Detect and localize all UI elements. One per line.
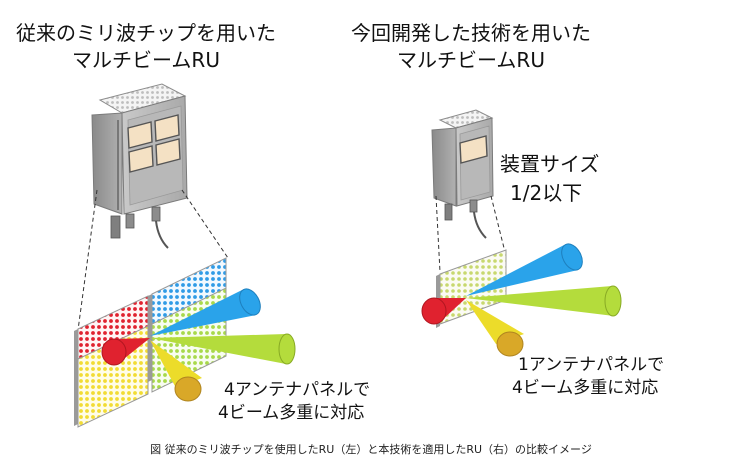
right-device-title: 今回開発した技術を用いた マルチビームRU: [340, 20, 602, 74]
right-feature-text: 1アンテナパネルで 4ビーム多重に対応: [512, 354, 665, 400]
left-feature-line2: 4ビーム多重に対応: [218, 403, 365, 423]
right-feature-line2: 4ビーム多重に対応: [512, 378, 659, 398]
left-device-title: 従来のミリ波チップを用いた マルチビームRU: [10, 20, 282, 74]
size-note-line2: 1/2以下: [510, 181, 583, 205]
left-feature-text: 4アンテナパネルで 4ビーム多重に対応: [218, 379, 371, 425]
left-title-line1: 従来のミリ波チップを用いた: [16, 21, 276, 45]
figure-caption: 図 従来のミリ波チップを使用したRU（左）と本技術を適用したRU（右）の比較イメ…: [150, 443, 592, 456]
left-ru-device: [77, 83, 229, 331]
right-feature-line1: 1アンテナパネルで: [518, 355, 665, 375]
size-note-line1: 装置サイズ: [500, 152, 600, 176]
right-title-line1: 今回開発した技術を用いた: [351, 21, 591, 45]
size-reduction-note: 装置サイズ 1/2以下: [500, 150, 599, 208]
left-beams: [101, 288, 296, 402]
left-title-line2: マルチビームRU: [72, 48, 220, 72]
right-beams: [421, 243, 622, 357]
right-ru-device: [431, 109, 507, 273]
right-title-line2: マルチビームRU: [397, 48, 545, 72]
left-feature-line1: 4アンテナパネルで: [224, 380, 371, 400]
